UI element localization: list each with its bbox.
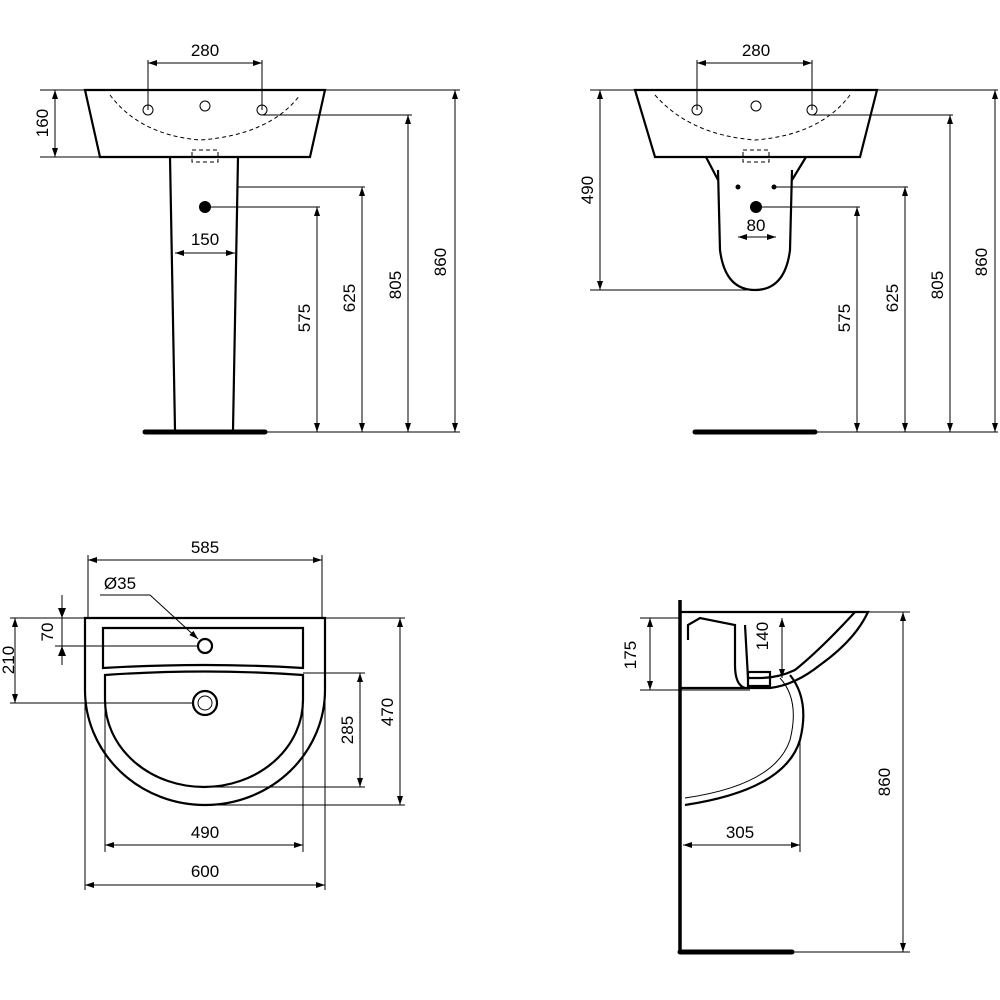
dim-bowl-depth: 140: [753, 622, 772, 650]
dim-width-top: 585: [191, 538, 219, 557]
dim-tap-spacing: 280: [191, 41, 219, 60]
dim-basin-height: 160: [33, 109, 52, 137]
dim-overall-width: 600: [191, 862, 219, 881]
dim-805: 805: [386, 271, 405, 299]
dim-pedestal-width: 150: [191, 230, 219, 249]
front-view: 280 160 150 575 625 805 860: [33, 41, 460, 435]
dim-860: 860: [431, 248, 450, 276]
dim-fixing-spacing: 80: [747, 216, 766, 235]
semi-pedestal-view: 280 490 80 575 625 805 860: [578, 41, 998, 435]
dim-rim-height: 860: [875, 768, 894, 796]
dim-tap-hole: Ø35: [104, 574, 136, 593]
dim-pedestal-projection: 305: [726, 823, 754, 842]
dim-rim-depth: 175: [621, 641, 640, 669]
dim-tap-offset: 70: [38, 623, 57, 642]
plan-view: 585 Ø35 70 210 285 470 490 600: [0, 538, 405, 890]
dim-tap-spacing: 280: [742, 41, 770, 60]
dim-pedestal-drop: 490: [578, 176, 597, 204]
dim-805: 805: [928, 271, 947, 299]
dim-projection: 470: [378, 698, 397, 726]
dim-860: 860: [972, 248, 991, 276]
dim-waste-offset: 210: [0, 646, 18, 674]
section-view: 175 140 860 305: [621, 600, 910, 955]
dim-bowl-depth: 285: [338, 716, 357, 744]
dim-625: 625: [340, 284, 359, 312]
dim-575: 575: [835, 304, 854, 332]
dim-bowl-width: 490: [191, 823, 219, 842]
dim-575: 575: [295, 304, 314, 332]
dim-625: 625: [883, 284, 902, 312]
